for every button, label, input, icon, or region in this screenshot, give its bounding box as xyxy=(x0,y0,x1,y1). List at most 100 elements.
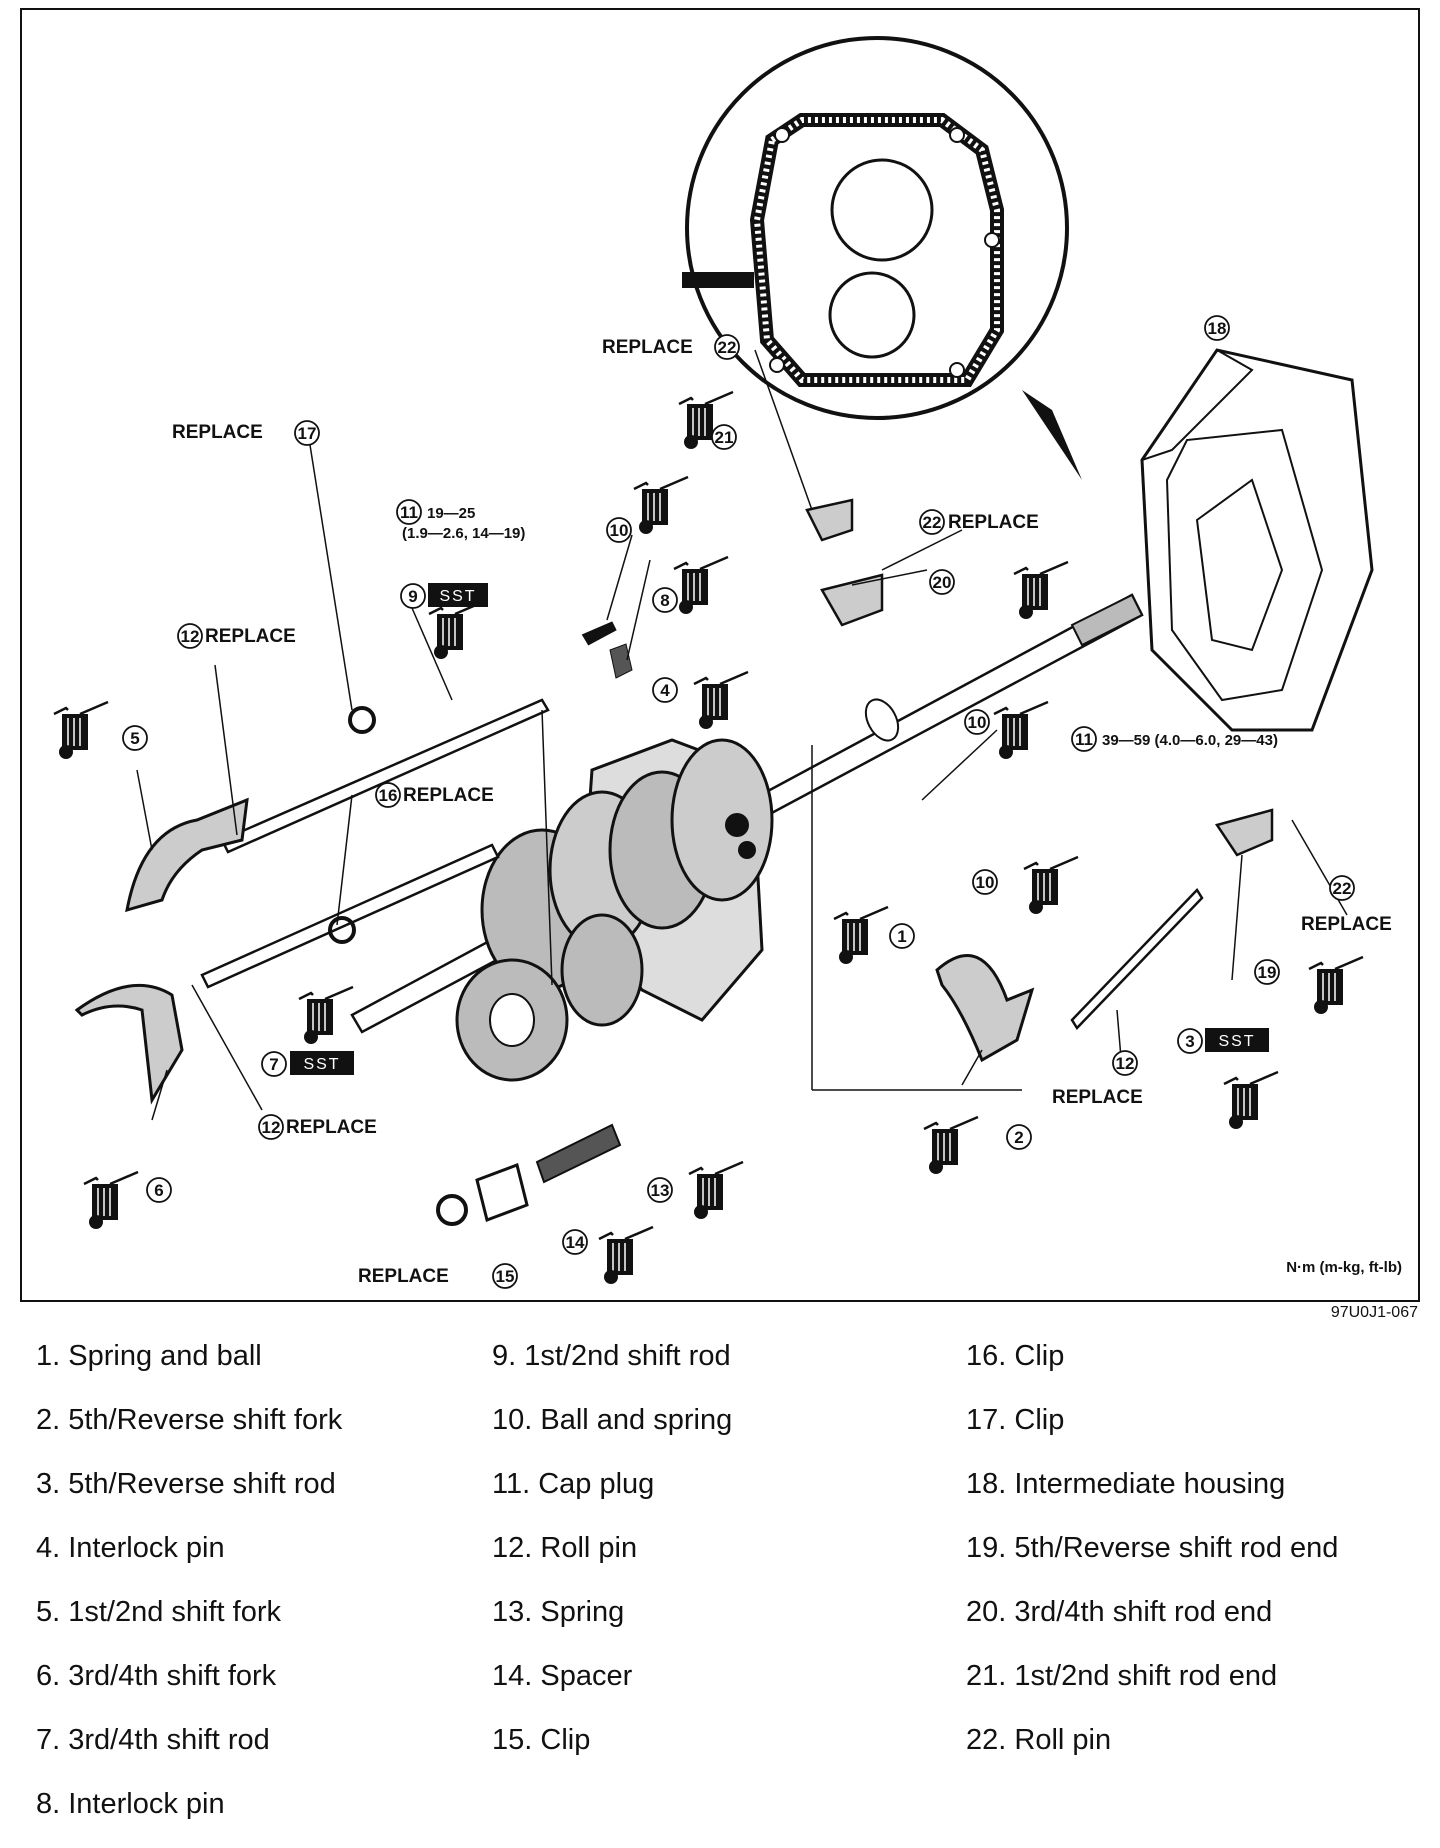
oil-can-icon xyxy=(52,700,110,760)
oil-can-icon xyxy=(687,1160,745,1220)
callout-15: 15 xyxy=(496,1267,515,1286)
callout-3: 3 xyxy=(1185,1032,1194,1051)
sst-label: SST xyxy=(439,588,476,605)
torque-11a-paren: (1.9—2.6, 14—19) xyxy=(402,525,525,542)
legend-item: 2. 5th/Reverse shift fork xyxy=(36,1404,343,1436)
legend-item: 19. 5th/Reverse shift rod end xyxy=(966,1532,1339,1564)
replace-label: REPLACE xyxy=(1301,914,1392,935)
callout-4: 4 xyxy=(660,681,670,700)
shift-forks xyxy=(74,797,1035,1105)
shift-rods xyxy=(200,698,1204,1031)
callout-22c: 22 xyxy=(1333,879,1352,898)
callouts: 1 2 3 4 5 6 7 8 9 10 10 10 11 11 12 12 1… xyxy=(122,315,1355,1289)
legend-item: 11. Cap plug xyxy=(492,1468,655,1500)
torque-11b: 39—59 (4.0—6.0, 29—43) xyxy=(1102,732,1278,749)
legend-item: 16. Clip xyxy=(966,1340,1065,1372)
replace-label: REPLACE xyxy=(205,626,296,647)
callout-12c: 12 xyxy=(1116,1054,1135,1073)
legend-item: 7. 3rd/4th shift rod xyxy=(36,1724,270,1756)
callout-22b: 22 xyxy=(923,513,942,532)
callout-12b: 12 xyxy=(262,1118,281,1137)
callout-22a: 22 xyxy=(718,338,737,357)
replace-label: REPLACE xyxy=(172,422,263,443)
legend-item: 8. Interlock pin xyxy=(36,1788,225,1820)
legend-item: 5. 1st/2nd shift fork xyxy=(36,1596,282,1628)
legend-item: 6. 3rd/4th shift fork xyxy=(36,1660,277,1692)
legend-item: 20. 3rd/4th shift rod end xyxy=(966,1596,1273,1628)
callout-13: 13 xyxy=(651,1181,670,1200)
exploded-view-figure: 1 2 3 4 5 6 7 8 9 10 10 10 11 11 12 12 1… xyxy=(20,8,1420,1302)
legend-item: 18. Intermediate housing xyxy=(966,1468,1286,1500)
oil-can-icon xyxy=(672,555,730,615)
oil-can-icon xyxy=(597,1225,655,1285)
callout-12a: 12 xyxy=(181,627,200,646)
replace-label: REPLACE xyxy=(286,1117,377,1138)
gasket-inset xyxy=(682,36,1082,480)
callout-11a: 11 xyxy=(400,503,418,522)
replace-label: REPLACE xyxy=(602,337,693,358)
oil-can-icon xyxy=(692,670,750,730)
legend-column-2: 9. 1st/2nd shift rod 10. Ball and spring… xyxy=(492,1336,732,1784)
callout-14: 14 xyxy=(566,1233,585,1252)
intermediate-housing xyxy=(1140,348,1374,732)
legend-item: 10. Ball and spring xyxy=(492,1404,733,1436)
oil-can-icon xyxy=(427,600,485,660)
oil-can-icon xyxy=(832,905,890,965)
legend-column-1: 1. Spring and ball 2. 5th/Reverse shift … xyxy=(36,1336,342,1848)
callout-11b: 11 xyxy=(1075,730,1093,749)
legend-item: 14. Spacer xyxy=(492,1660,633,1692)
callout-1: 1 xyxy=(897,927,906,946)
callout-7: 7 xyxy=(269,1055,278,1074)
callout-10a: 10 xyxy=(610,521,629,540)
torque-11a: 19—25 xyxy=(427,505,475,522)
replace-labels: REPLACE REPLACE REPLACE REPLACE REPLACE … xyxy=(172,337,1392,1287)
legend-item: 4. Interlock pin xyxy=(36,1532,225,1564)
legend-item: 3. 5th/Reverse shift rod xyxy=(36,1468,336,1500)
figure-code: 97U0J1-067 xyxy=(1330,1304,1418,1321)
legend-item: 13. Spring xyxy=(492,1596,625,1628)
legend-item: 15. Clip xyxy=(492,1724,591,1756)
callout-16: 16 xyxy=(379,786,398,805)
torque-specs: 19—25 (1.9—2.6, 14—19) 39—59 (4.0—6.0, 2… xyxy=(402,505,1402,1276)
legend-item: 9. 1st/2nd shift rod xyxy=(492,1340,731,1372)
legend-item: 17. Clip xyxy=(966,1404,1065,1436)
exploded-diagram: 1 2 3 4 5 6 7 8 9 10 10 10 11 11 12 12 1… xyxy=(52,36,1402,1289)
replace-label: REPLACE xyxy=(403,785,494,806)
oil-can-icon xyxy=(1222,1070,1280,1130)
oil-can-icon xyxy=(1307,955,1365,1015)
gear-cluster xyxy=(455,738,774,1082)
legend-item: 21. 1st/2nd shift rod end xyxy=(966,1660,1278,1692)
legend-item: 1. Spring and ball xyxy=(36,1340,262,1372)
callout-5: 5 xyxy=(130,729,139,748)
replace-label: REPLACE xyxy=(358,1266,449,1287)
legend-item: 12. Roll pin xyxy=(492,1532,638,1564)
oil-can-icon xyxy=(992,700,1050,760)
callout-2: 2 xyxy=(1014,1128,1023,1147)
callout-8: 8 xyxy=(660,591,669,610)
callout-6: 6 xyxy=(154,1181,163,1200)
oil-can-icon xyxy=(1022,855,1080,915)
legend-item: 22. Roll pin xyxy=(966,1724,1112,1756)
oil-can-icon xyxy=(82,1170,140,1230)
legend-column-3: 16. Clip 17. Clip 18. Intermediate housi… xyxy=(966,1336,1338,1784)
callout-18: 18 xyxy=(1208,319,1227,338)
replace-label: REPLACE xyxy=(948,512,1039,533)
oil-can-icon xyxy=(922,1115,980,1175)
callout-21: 21 xyxy=(715,428,734,447)
sst-label: SST xyxy=(1218,1033,1255,1050)
callout-10b: 10 xyxy=(968,713,987,732)
oil-can-icon xyxy=(1012,560,1070,620)
callout-17: 17 xyxy=(298,424,317,443)
callout-19: 19 xyxy=(1258,963,1277,982)
parts-legend: 1. Spring and ball 2. 5th/Reverse shift … xyxy=(36,1336,1416,1820)
sst-badges: SST SST SST xyxy=(290,583,1269,1075)
rod-ends xyxy=(328,498,1274,1226)
replace-label: REPLACE xyxy=(1052,1087,1143,1108)
units-note: N·m (m-kg, ft-lb) xyxy=(1286,1259,1402,1276)
callout-9: 9 xyxy=(408,587,417,606)
callout-10c: 10 xyxy=(976,873,995,892)
oil-can-icon xyxy=(632,475,690,535)
sst-label: SST xyxy=(303,1056,340,1073)
callout-20: 20 xyxy=(933,573,952,592)
oil-can-icon xyxy=(297,985,355,1045)
